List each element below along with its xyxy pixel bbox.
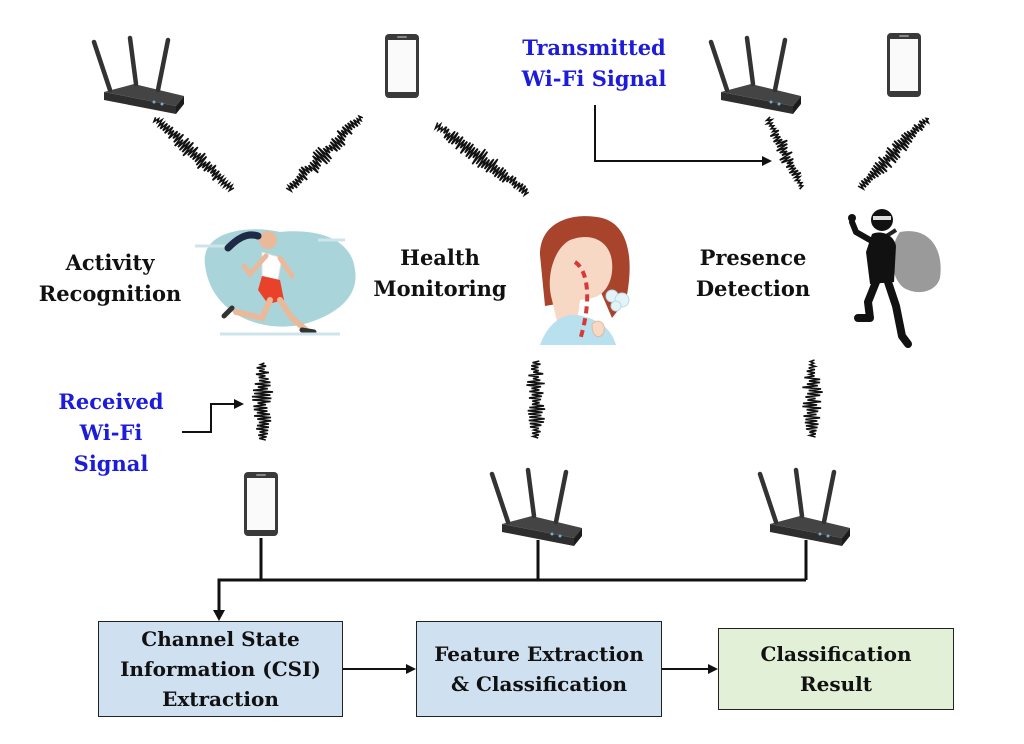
health-line-1: Health	[400, 245, 480, 270]
smartphone-icon	[887, 33, 921, 97]
receiver-connector	[217, 538, 808, 616]
router-icon	[94, 38, 184, 114]
transmitted-signal-wave	[285, 114, 364, 193]
smartphone-icon	[244, 472, 278, 536]
router-icon	[760, 470, 850, 546]
transmitted-line-1: Transmitted	[522, 35, 666, 60]
transmitted-line-2: Wi-Fi Signal	[521, 66, 667, 91]
burglar-illustration	[848, 209, 941, 348]
router-icon	[711, 38, 801, 114]
health-monitoring-label: Health Monitoring	[362, 242, 518, 304]
received-signal-wave	[251, 362, 274, 441]
transmitted-signal-wave	[857, 117, 931, 191]
transmitted-signal-wave	[433, 121, 530, 198]
breathing-patient-illustration	[540, 216, 630, 345]
result-line-1: Classification	[760, 642, 912, 666]
activity-line-2: Recognition	[38, 281, 182, 306]
router-icon	[492, 470, 582, 546]
presence-line-2: Detection	[695, 276, 811, 301]
csi-extraction-box: Channel State Information (CSI) Extracti…	[98, 621, 343, 717]
transmitted-signal-wave	[764, 116, 805, 190]
runner-illustration	[195, 229, 356, 336]
connector-arrowhead	[213, 610, 225, 621]
received-signal-wave	[526, 360, 546, 439]
smartphone-icon	[385, 34, 419, 98]
feature-line-2: & Classification	[450, 672, 627, 696]
received-signal-wave	[802, 359, 823, 438]
wifi-signal-bursts	[152, 114, 931, 441]
csi-line-3: Extraction	[162, 687, 279, 711]
presence-detection-label: Presence Detection	[680, 242, 826, 304]
transmitted-signal-label: Transmitted Wi-Fi Signal	[508, 32, 680, 94]
classification-result-box: Classification Result	[718, 628, 954, 710]
received-line-3: Signal	[73, 451, 149, 476]
activity-line-1: Activity	[65, 250, 155, 275]
presence-line-1: Presence	[699, 245, 807, 270]
health-line-2: Monitoring	[373, 276, 507, 301]
activity-recognition-label: Activity Recognition	[30, 247, 190, 309]
feature-line-1: Feature Extraction	[434, 642, 644, 666]
feature-extraction-box: Feature Extraction & Classification	[416, 621, 662, 717]
received-signal-label: Received Wi-Fi Signal	[46, 386, 176, 479]
result-line-2: Result	[800, 672, 872, 696]
csi-line-2: Information (CSI)	[120, 657, 321, 681]
received-line-2: Wi-Fi	[79, 420, 143, 445]
transmitted-signal-wave	[152, 117, 235, 193]
received-line-1: Received	[58, 389, 164, 414]
csi-line-1: Channel State	[141, 627, 300, 651]
transmitted-signal-arrow	[594, 105, 772, 166]
received-signal-arrow	[182, 399, 244, 433]
